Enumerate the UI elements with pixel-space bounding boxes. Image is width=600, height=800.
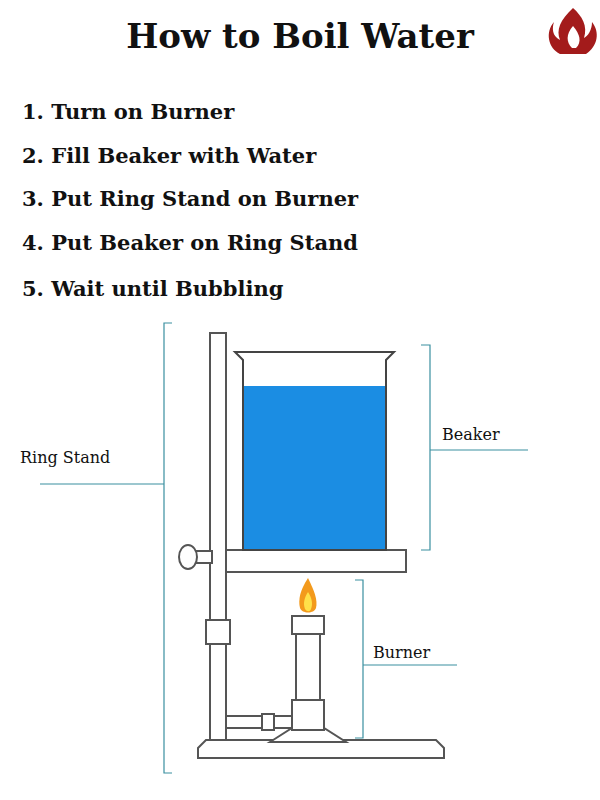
step-text: 4. Put Beaker on Ring Stand <box>22 230 358 255</box>
flame-icon <box>549 8 597 54</box>
step-text: 2. Fill Beaker with Water <box>22 143 316 168</box>
beaker-drawing <box>235 352 394 550</box>
part-label: Ring Stand <box>20 448 110 467</box>
burner-flame <box>299 578 316 613</box>
part-label: Beaker <box>442 425 500 444</box>
ring-stand <box>179 333 444 758</box>
step-text: 3. Put Ring Stand on Burner <box>22 186 358 211</box>
part-label: Burner <box>373 643 430 662</box>
bracket-lines <box>40 323 528 773</box>
step-text: 5. Wait until Bubbling <box>22 276 283 301</box>
burner-drawing <box>226 616 346 742</box>
step-text: 1. Turn on Burner <box>22 99 234 124</box>
page-title: How to Boil Water <box>126 16 474 56</box>
